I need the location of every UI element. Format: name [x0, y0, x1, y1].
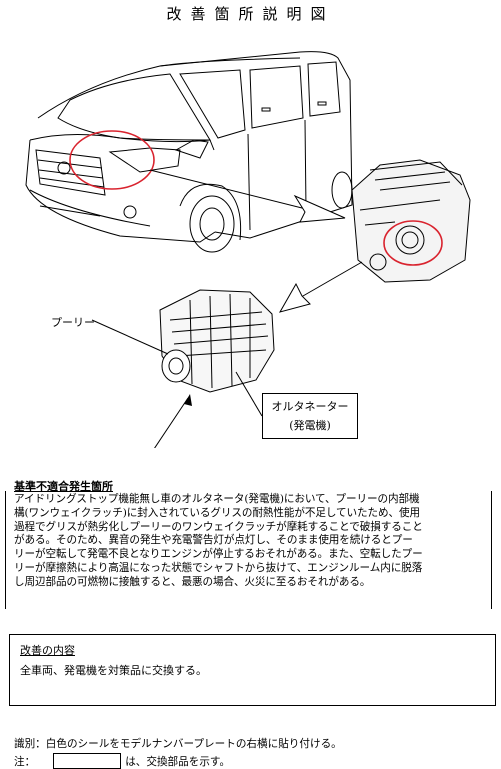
- defect-leader-arrowhead: [184, 394, 192, 406]
- alternator-label: オルタネーター: [271, 400, 349, 413]
- improvement-box: 改善の内容 全車両、発電機を対策品に交換する。: [9, 634, 496, 706]
- arrow-to-alternator: [278, 261, 363, 313]
- note-suffix: は、交換部品を示す。: [125, 755, 231, 768]
- pulley-label: プーリー: [51, 316, 95, 329]
- pulley-leader-line: [91, 319, 169, 355]
- alternator-illustration: [159, 289, 275, 393]
- improvement-body: 全車両、発電機を対策品に交換する。: [20, 664, 207, 677]
- arrow-to-engine: [149, 169, 346, 223]
- defect-line: アイドリングストップ機能無し車のオルタネータ(発電機)において、プーリーの内部機: [14, 493, 420, 505]
- alternator-label-box: オルタネーター (発電機): [262, 393, 358, 439]
- generator-label: (発電機): [289, 419, 331, 432]
- improvement-heading: 改善の内容: [20, 644, 75, 657]
- illustration-area: [25, 51, 471, 448]
- defect-description: アイドリングストップ機能無し車のオルタネータ(発電機)において、プーリーの内部機…: [5, 491, 492, 609]
- defect-line: 構(ワンウェイクラッチ)に封入されているグリスの耐熱性能が不足していたため、使用: [14, 506, 420, 519]
- defect-line: 過程でグリスが熱劣化しプーリーのワンウェイクラッチが摩耗することで破損すること: [14, 520, 423, 533]
- identification-text: 識別：白色のシールをモデルナンバープレートの右横に貼り付ける。: [14, 738, 342, 750]
- note-prefix: 注：: [14, 755, 36, 768]
- highlight-circle-engine: [383, 220, 443, 266]
- defect-line: リーが空転して発電不良となりエンジンが停止するおそれがある。また、空転したプー: [14, 548, 423, 561]
- page-title: 改善箇所説明図: [166, 5, 335, 23]
- note-row: 注： は、交換部品を示す。: [14, 753, 230, 769]
- replacement-part-legend-box: [53, 753, 122, 769]
- defect-line: リーが摩擦熱により高温になった状態でシャフトから抜けて、エンジンルーム内に脱落: [14, 561, 423, 574]
- alternator-leader-line: [235, 371, 263, 417]
- defect-heading: 基準不適合発生箇所: [14, 480, 113, 493]
- defect-leader-line: [154, 397, 189, 448]
- defect-line: がある。そのため、異音の発生や充電警告灯が点灯し、そのまま使用を続けるとプー: [14, 534, 413, 547]
- defect-line: し周辺部品の可燃物に接触すると、最悪の場合、火災に至るおそれがある。: [14, 575, 371, 588]
- highlight-circle-van: [69, 130, 155, 190]
